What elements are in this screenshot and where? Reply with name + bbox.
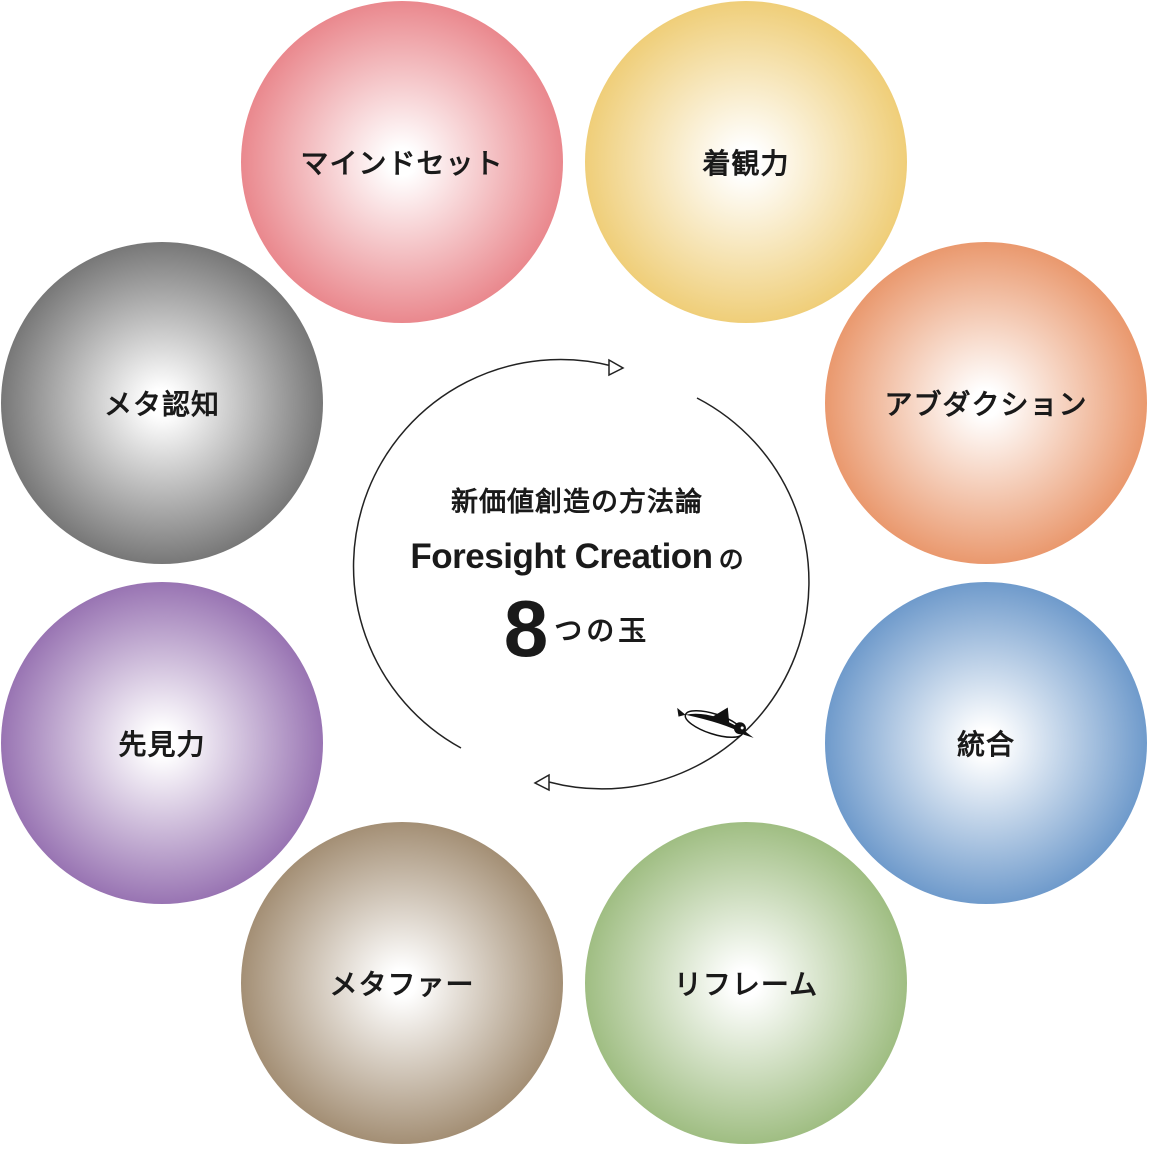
center-suffix: つの玉 — [554, 613, 651, 647]
orb-reframe: リフレーム — [585, 822, 907, 1144]
orb-label: 統合 — [956, 728, 1015, 761]
center-title: Foresight Creation — [410, 537, 713, 576]
orb-foresight: 先見力 — [1, 582, 323, 904]
orb-metaphor: メタファー — [241, 822, 563, 1144]
arrowhead-top — [608, 358, 625, 377]
orb-label: 先見力 — [118, 728, 206, 761]
orb-label: マインドセット — [300, 147, 504, 180]
orb-label: リフレーム — [673, 968, 819, 1001]
center-subtitle: 新価値創造の方法論 — [451, 487, 703, 518]
orb-metacognition: メタ認知 — [1, 242, 323, 564]
cycle-arc-top — [352, 358, 613, 749]
orb-mindset: マインドセット — [241, 1, 563, 323]
center-number: 8 — [503, 584, 549, 673]
arrowhead-bottom — [533, 773, 550, 792]
penguin-icon — [677, 707, 754, 739]
orb-label: 着観力 — [702, 147, 790, 180]
cycle-arc-bottom — [548, 397, 810, 790]
orb-observation: 着観力 — [585, 1, 907, 323]
orb-abduction: アブダクション — [825, 242, 1147, 564]
orb-label: メタファー — [329, 968, 475, 1001]
orb-label: メタ認知 — [103, 388, 220, 421]
orb-integration: 統合 — [825, 582, 1147, 904]
center-title-suffix: の — [718, 545, 744, 574]
orb-label: アブダクション — [884, 388, 1088, 421]
